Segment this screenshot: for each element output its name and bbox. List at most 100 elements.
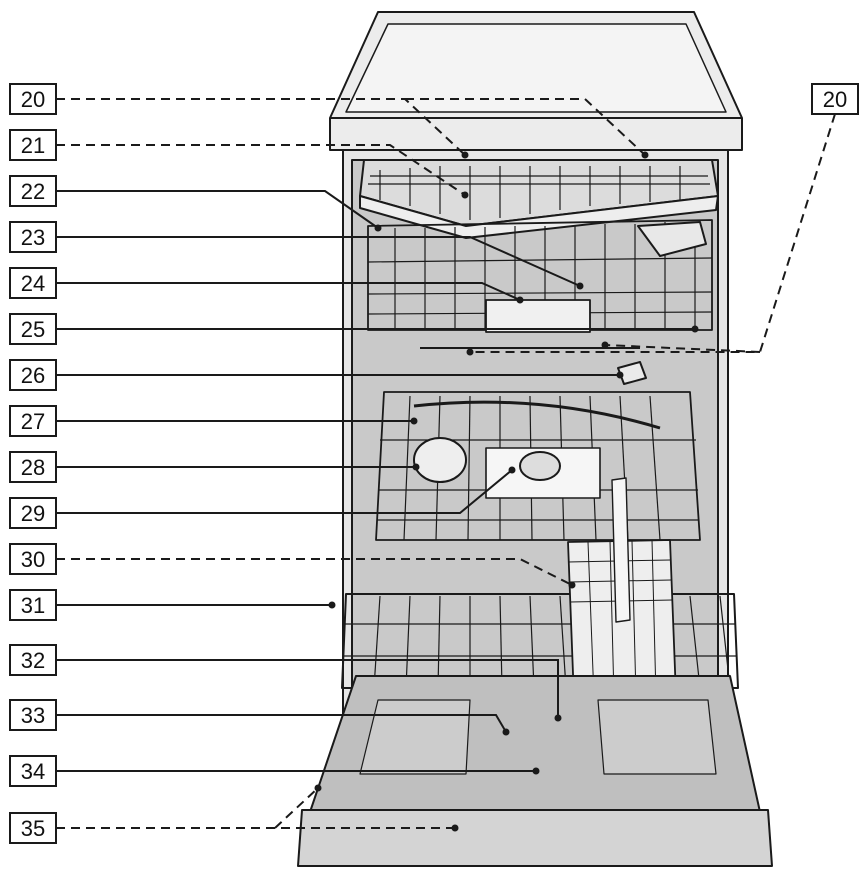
callout-number: 29 — [21, 501, 45, 526]
callout-23: 23 — [9, 221, 584, 290]
callout-endpoint-dot — [461, 151, 469, 159]
callout-leader-line — [405, 98, 646, 156]
worktop-lid-inner — [345, 23, 727, 113]
upper-basket — [367, 219, 713, 331]
callout-35: 35 — [9, 784, 459, 844]
callout-number: 28 — [21, 455, 45, 480]
callout-endpoint-dot — [616, 371, 624, 379]
door-recess-left — [359, 699, 471, 775]
callout-32: 32 — [9, 644, 562, 722]
callout-box — [9, 755, 57, 787]
cutlery-basket-handle — [611, 477, 631, 623]
callout-box — [9, 129, 57, 161]
callout-number: 27 — [21, 409, 45, 434]
callout-box — [9, 83, 57, 115]
top-spray-nozzle — [617, 361, 647, 385]
door-recess-right — [597, 699, 717, 775]
callout-20: 20 — [9, 83, 649, 159]
callout-31: 31 — [9, 589, 336, 621]
callout-number: 22 — [21, 179, 45, 204]
cutlery-drawer-grid — [368, 166, 710, 220]
callout-endpoint-dot — [601, 341, 609, 349]
salt-container-cap — [413, 437, 467, 483]
callout-leader-line — [56, 714, 507, 733]
callout-29: 29 — [9, 466, 516, 529]
callout-25: 25 — [9, 313, 699, 345]
callout-number: 24 — [21, 271, 45, 296]
callout-number: 32 — [21, 648, 45, 673]
callout-endpoint-dot — [412, 463, 420, 471]
callout-leader-line — [56, 236, 581, 287]
callout-box — [9, 221, 57, 253]
callout-endpoint-dot — [568, 581, 576, 589]
callout-box — [9, 497, 57, 529]
callout-leader-line — [56, 144, 466, 196]
callout-endpoint-dot — [451, 824, 459, 832]
callout-endpoint-dot — [691, 325, 699, 333]
callout-box — [9, 313, 57, 345]
callout-number: 25 — [21, 317, 45, 342]
callout-24: 24 — [9, 267, 524, 304]
callout-leader-line — [604, 344, 761, 353]
callout-leader-line — [56, 282, 521, 301]
callout-22: 22 — [9, 175, 382, 232]
callout-endpoint-dot — [508, 466, 516, 474]
callout-26: 26 — [9, 359, 624, 391]
callout-leader-line — [56, 190, 379, 229]
callout-endpoint-dot — [410, 417, 418, 425]
callout-box — [9, 451, 57, 483]
callout-box — [9, 267, 57, 299]
callout-box — [811, 83, 859, 115]
cutlery-drawer-front — [359, 195, 719, 239]
callout-box — [9, 812, 57, 844]
callout-endpoint-dot — [576, 282, 584, 290]
callout-box — [9, 589, 57, 621]
callout-endpoint-dot — [461, 191, 469, 199]
callout-leader-line — [56, 558, 573, 586]
callout-number: 20 — [21, 87, 45, 112]
callout-box — [9, 644, 57, 676]
callout-box — [9, 699, 57, 731]
lower-basket — [375, 391, 701, 541]
callout-33: 33 — [9, 699, 510, 736]
cup-shelf — [637, 221, 707, 257]
callout-number: 35 — [21, 816, 45, 841]
callout-endpoint-dot — [314, 784, 322, 792]
callout-endpoint-dot — [554, 714, 562, 722]
callout-30: 30 — [9, 543, 576, 589]
callout-leader-line — [470, 113, 836, 353]
callout-number: 20 — [823, 87, 847, 112]
callout-number: 21 — [21, 133, 45, 158]
callout-number: 34 — [21, 759, 45, 784]
callout-endpoint-dot — [466, 348, 474, 356]
callout-box — [9, 405, 57, 437]
callout-box — [9, 359, 57, 391]
callout-endpoint-dot — [641, 151, 649, 159]
callout-endpoint-dot — [374, 224, 382, 232]
callout-endpoint-dot — [328, 601, 336, 609]
door-front-edge — [297, 809, 773, 867]
filter-cylinder — [519, 451, 561, 481]
callout-20: 20 — [466, 83, 859, 356]
callout-27: 27 — [9, 405, 418, 437]
callout-endpoint-dot — [532, 767, 540, 775]
upper-basket-wires — [367, 222, 713, 330]
callout-leader-line — [56, 469, 513, 514]
callout-28: 28 — [9, 451, 420, 483]
callout-endpoint-dot — [516, 296, 524, 304]
callout-leader-line — [56, 659, 559, 718]
callout-box — [9, 543, 57, 575]
callout-number: 31 — [21, 593, 45, 618]
lower-spray-arm — [413, 400, 661, 430]
upper-basket-handle — [485, 299, 591, 333]
callout-34: 34 — [9, 755, 540, 787]
callout-21: 21 — [9, 129, 469, 199]
callout-layer: 20 20 21 22 23 24 25 26 27 28 29 30 31 32 33 34 35 — [9, 83, 859, 844]
callout-endpoint-dot — [502, 728, 510, 736]
callout-number: 30 — [21, 547, 45, 572]
callout-number: 26 — [21, 363, 45, 388]
callout-number: 23 — [21, 225, 45, 250]
dishwasher-illustration — [297, 11, 773, 867]
callout-leader-line — [274, 787, 319, 829]
